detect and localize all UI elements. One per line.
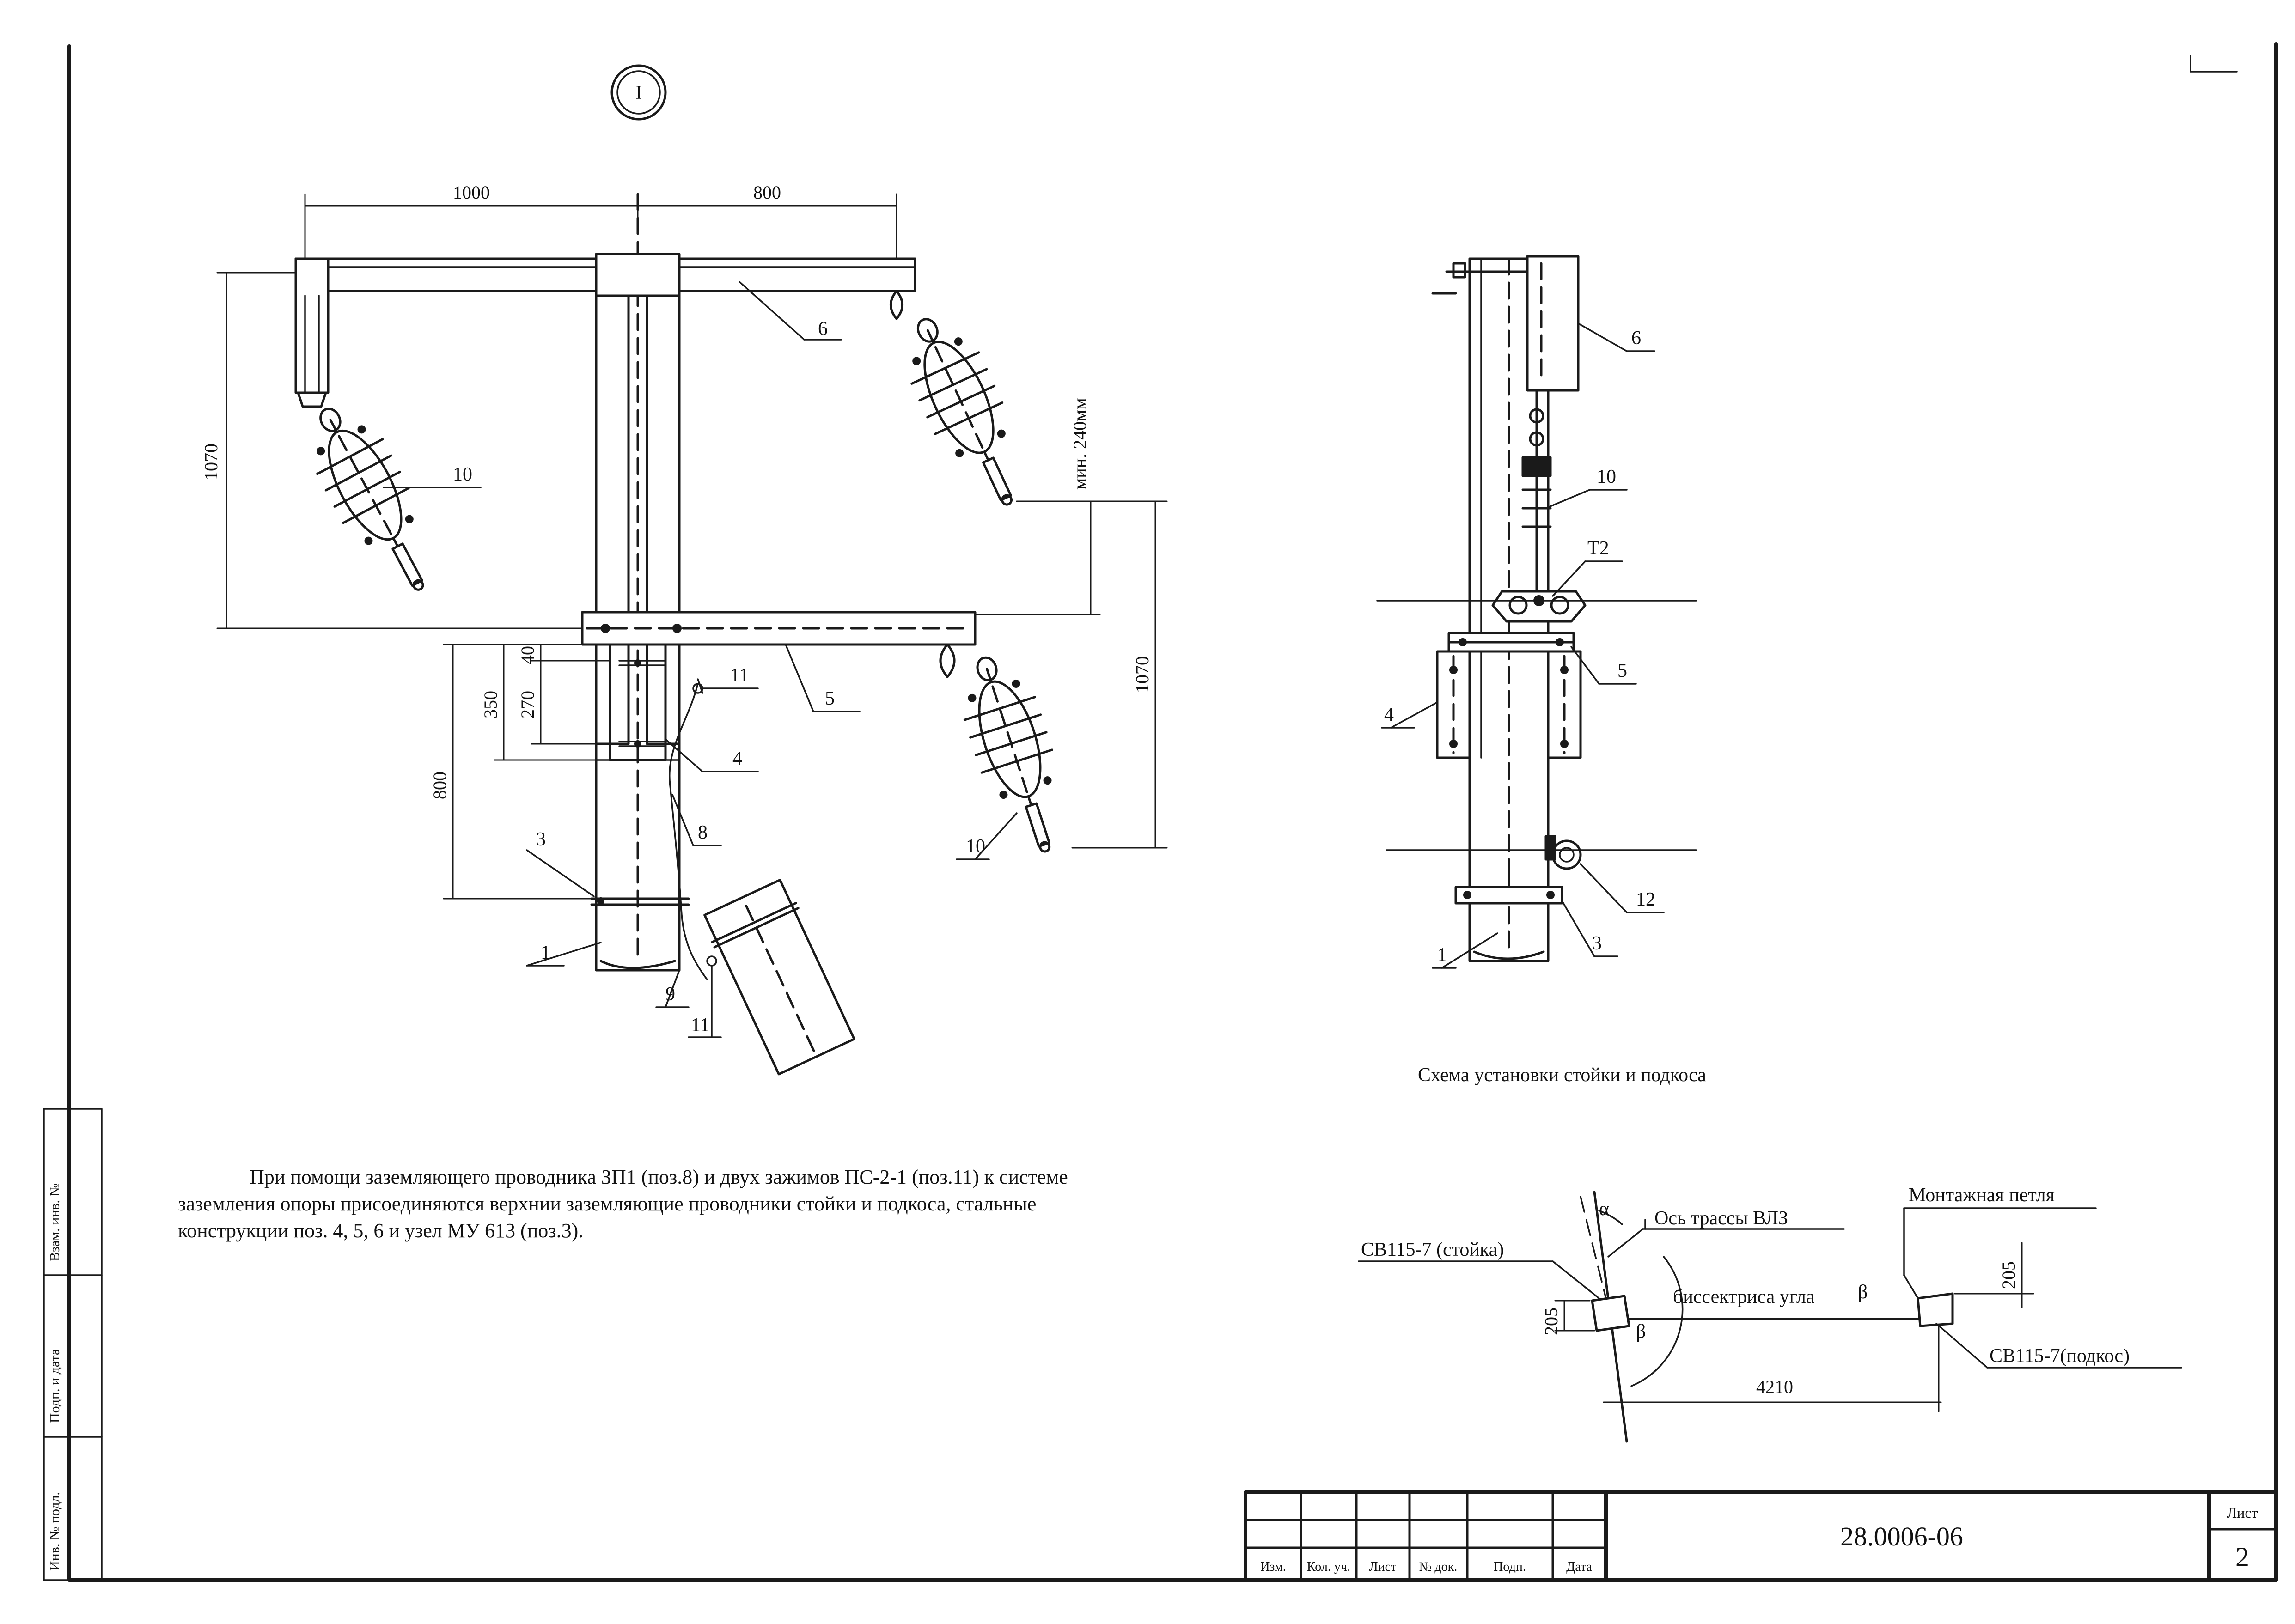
- front-label-10-bottom: 10: [966, 836, 985, 857]
- front-label-11-top: 11: [730, 665, 749, 686]
- tb-col-sign: Подп.: [1494, 1560, 1526, 1574]
- front-label-1: 1: [541, 942, 550, 963]
- tb-col-date: Дата: [1566, 1560, 1592, 1574]
- dim-350: 350: [480, 691, 501, 718]
- plan-bisector-label: биссектриса угла: [1673, 1286, 1815, 1308]
- side-view: [1376, 255, 1697, 962]
- plan-brace-label: СВ115-7(подкос): [1990, 1345, 2130, 1367]
- tb-col-list: Лист: [1369, 1560, 1397, 1574]
- note-line-1: При помощи заземляющего проводника ЗП1 (…: [250, 1166, 1068, 1188]
- dim-1000: 1000: [453, 182, 490, 203]
- plan-pole-label: СВ115-7 (стойка): [1361, 1239, 1504, 1260]
- dim-min-240: мин. 240мм: [1069, 398, 1090, 490]
- front-label-10-left: 10: [453, 464, 472, 485]
- front-label-3: 3: [536, 829, 546, 850]
- dim-270: 270: [517, 691, 538, 718]
- left-margin-stamp: Инв. № подл. Подп. и дата Взам. инв. №: [43, 1108, 103, 1581]
- plan-dim-205-left: 205: [1541, 1308, 1562, 1335]
- plan-beta-label: β: [1858, 1282, 1868, 1303]
- dim-1070-left: 1070: [201, 444, 221, 481]
- document-code: 28.0006-06: [1840, 1521, 1963, 1551]
- plan-loop-label: Монтажная петля: [1909, 1185, 2055, 1206]
- insulator-left: [316, 408, 424, 591]
- front-label-4: 4: [732, 748, 742, 769]
- side-label-3: 3: [1592, 933, 1602, 954]
- plan-scheme: 205 205 4210 Ось трассы ВЛЗ Монтажная пе…: [1358, 1185, 2182, 1443]
- insulator-right-top: [910, 318, 1013, 506]
- front-label-8: 8: [698, 822, 708, 843]
- plan-dim-205-right: 205: [1998, 1261, 2019, 1289]
- front-view-dimensions: 1000 800 1070 1070 мин. 240мм 800 350 40: [201, 182, 1168, 900]
- dim-1070-right: 1070: [1132, 656, 1153, 693]
- front-label-5: 5: [825, 688, 835, 709]
- side-view-caption: Схема установки стойки и подкоса: [1418, 1064, 1706, 1086]
- side-label-4: 4: [1384, 704, 1394, 725]
- title-block: Изм. Кол. уч. Лист № док. Подп. Дата 28.…: [1244, 1490, 2278, 1582]
- side-view-leaders: 6 10 Т2 5 4 12 3 1: [1381, 322, 1665, 969]
- plan-alpha-angle: α: [1599, 1198, 1609, 1220]
- grounding-note: При помощи заземляющего проводника ЗП1 (…: [178, 1166, 1068, 1242]
- side-label-6: 6: [1631, 328, 1641, 349]
- note-line-2: заземления опоры присоединяются верхнии …: [178, 1192, 1036, 1215]
- note-line-3: конструкции поз. 4, 5, 6 и узел МУ 613 (…: [178, 1219, 583, 1242]
- front-label-11-bottom: 11: [691, 1015, 709, 1036]
- dim-800-lower: 800: [429, 772, 450, 799]
- view-marker-label: I: [635, 82, 642, 103]
- front-view-leaders: 6 10 5 11 4 8 3 1 9 11 10: [383, 281, 1018, 1038]
- insulator-right-bottom: [963, 656, 1054, 853]
- side-label-5: 5: [1617, 660, 1627, 681]
- side-label-1: 1: [1437, 944, 1447, 966]
- side-label-10: 10: [1597, 466, 1616, 487]
- dim-40: 40: [517, 646, 538, 664]
- tb-col-doc: № док.: [1419, 1560, 1458, 1574]
- plan-beta-angle: β: [1636, 1321, 1646, 1342]
- sheet-label: Лист: [2227, 1504, 2258, 1521]
- front-label-6: 6: [818, 318, 828, 340]
- dim-800-top: 800: [753, 182, 781, 203]
- stamp-replace-label: Взам. инв. №: [47, 1183, 62, 1261]
- tb-col-kol: Кол. уч.: [1307, 1560, 1350, 1574]
- front-view: [294, 193, 977, 1076]
- front-label-9: 9: [665, 984, 675, 1005]
- plan-dim-4210: 4210: [1756, 1376, 1793, 1397]
- sheet-number: 2: [2235, 1542, 2249, 1572]
- stamp-inv-label: Инв. № подл.: [47, 1492, 62, 1571]
- view-marker: I: [610, 64, 667, 121]
- plan-axis-label: Ось трассы ВЛЗ: [1654, 1208, 1788, 1229]
- side-label-12: 12: [1636, 889, 1655, 910]
- side-label-t2: Т2: [1587, 538, 1609, 559]
- stamp-sign-label: Подп. и дата: [47, 1349, 62, 1423]
- tb-col-izm: Изм.: [1260, 1560, 1286, 1574]
